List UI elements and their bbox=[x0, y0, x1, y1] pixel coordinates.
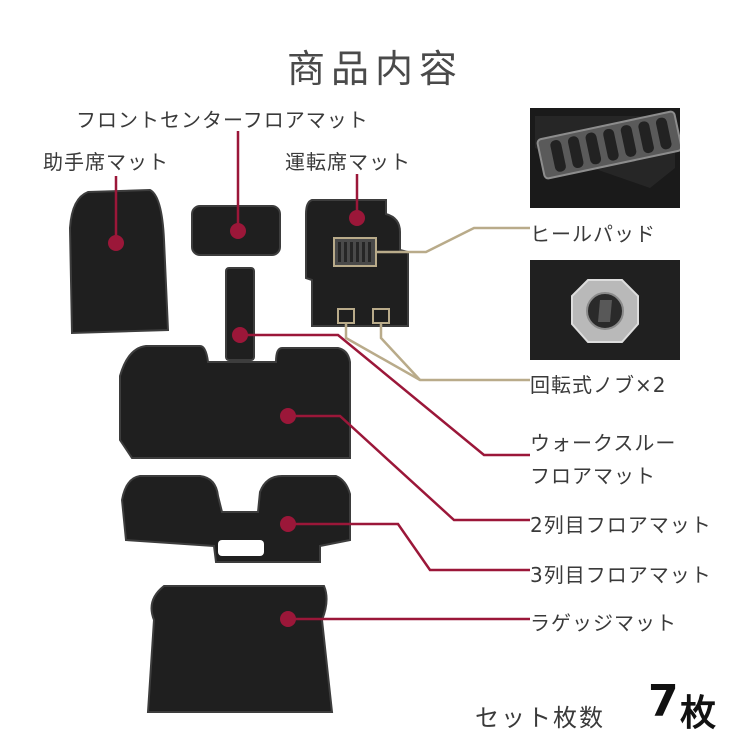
connector-row2 bbox=[288, 414, 530, 522]
dot-passenger bbox=[108, 235, 124, 251]
connector-row3 bbox=[288, 522, 530, 572]
label-row2: 2列目フロアマット bbox=[530, 513, 712, 537]
page-title: 商品内容 bbox=[286, 47, 463, 91]
label-luggage: ラゲッジマット bbox=[530, 611, 677, 635]
label-front-center: フロントセンターフロアマット bbox=[76, 108, 369, 132]
knob-photo bbox=[530, 260, 680, 360]
label-row3: 3列目フロアマット bbox=[530, 563, 712, 587]
connector-knob bbox=[344, 323, 530, 382]
label-walkthrough-1: ウォークスルー bbox=[530, 431, 677, 455]
dot-front-center bbox=[230, 223, 246, 239]
luggage-mat bbox=[146, 585, 334, 713]
heel-pad-photo bbox=[530, 108, 680, 208]
set-count-unit: 枚 bbox=[680, 693, 717, 734]
connector-walkthrough bbox=[240, 333, 530, 457]
connector-heel-pad bbox=[376, 226, 530, 254]
dot-walkthrough bbox=[232, 327, 248, 343]
label-driver: 運転席マット bbox=[285, 150, 411, 174]
driver-knob-right bbox=[372, 308, 390, 324]
label-heel-pad: ヒールパッド bbox=[530, 222, 656, 246]
row3-cutout bbox=[218, 540, 264, 556]
row2-mat bbox=[119, 345, 351, 459]
driver-heel-pad-ribs bbox=[338, 242, 371, 262]
passenger-mat bbox=[68, 188, 170, 335]
driver-knob-left bbox=[337, 308, 355, 324]
row3-mat bbox=[120, 475, 351, 563]
heel-pad-illustration bbox=[530, 108, 680, 208]
dot-row2 bbox=[280, 408, 296, 424]
dot-row3 bbox=[280, 516, 296, 532]
set-count-number: 7 bbox=[648, 676, 679, 727]
walkthrough-mat bbox=[225, 267, 255, 361]
label-knob: 回転式ノブ×2 bbox=[530, 373, 667, 397]
connector-knob-2 bbox=[379, 323, 421, 381]
knob-illustration bbox=[530, 260, 680, 360]
dot-luggage bbox=[280, 611, 296, 627]
dot-driver bbox=[349, 210, 365, 226]
label-passenger: 助手席マット bbox=[43, 150, 169, 174]
set-count-label: セット枚数 bbox=[475, 704, 605, 732]
label-walkthrough-2: フロアマット bbox=[530, 464, 656, 488]
